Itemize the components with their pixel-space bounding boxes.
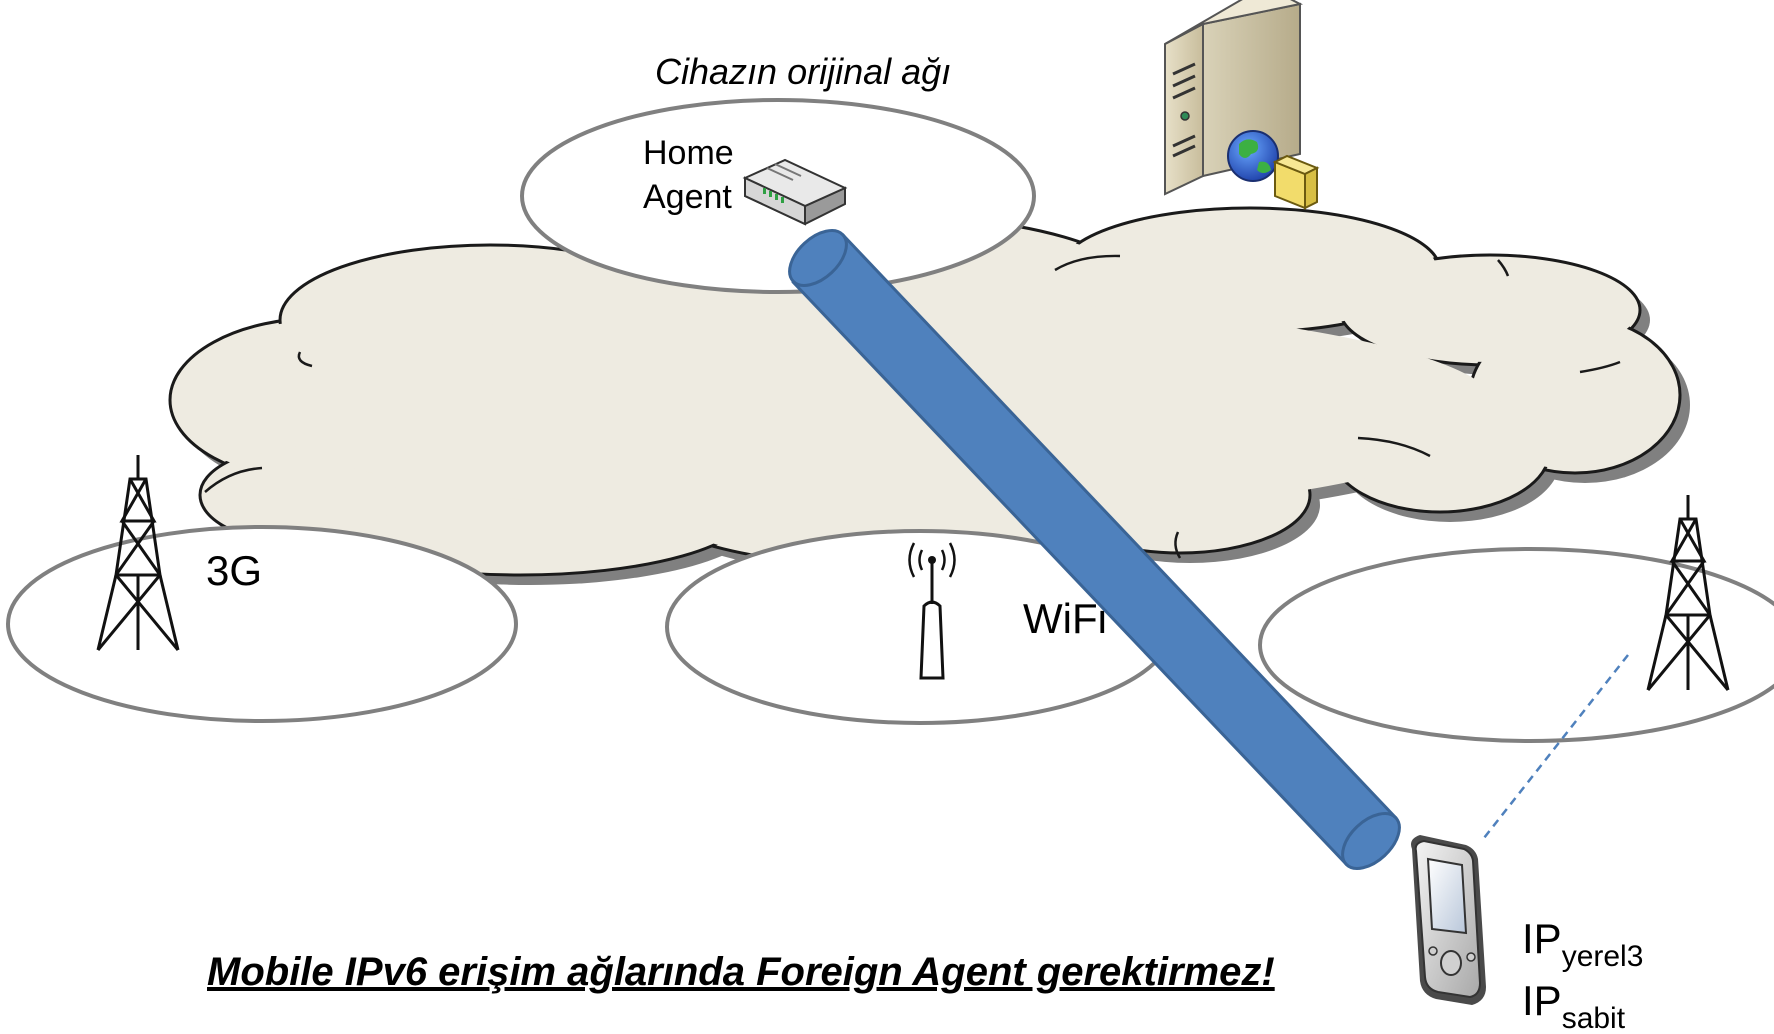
wireless-link (1483, 654, 1629, 839)
ip-fixed-base: IP (1522, 977, 1562, 1024)
ip-local-subscript: yerel3 (1562, 940, 1644, 973)
ipv6-tunnel (788, 229, 1401, 870)
access-network-wifi: WiFi (665, 529, 1175, 725)
label-3g: 3G (206, 547, 262, 594)
internet-cloud (168, 206, 1690, 585)
wifi-access-point-icon (908, 542, 956, 680)
cell-tower-icon (1646, 495, 1730, 691)
svg-text:IPsabit: IPsabit (1522, 977, 1626, 1034)
home-network: Cihazın orijinal ağı Home Agent (520, 51, 1036, 294)
home-agent-label-line1: Home (643, 134, 734, 172)
server-globe-icon (1164, 0, 1320, 210)
home-agent-label-line2: Agent (643, 178, 732, 216)
router-icon (742, 158, 848, 226)
footer-note: Mobile IPv6 erişim ağlarında Foreign Age… (207, 950, 1275, 994)
access-network-3g: 3G (6, 455, 518, 723)
cell-tower-icon (96, 455, 180, 651)
ip-fixed-subscript: sabit (1562, 1002, 1626, 1034)
ip-address-labels: IPyerel3 IPsabit (1522, 915, 1643, 1034)
access-network-right (1258, 495, 1774, 743)
svg-text:IPyerel3: IPyerel3 (1522, 915, 1643, 973)
label-wifi: WiFi (1023, 595, 1107, 642)
home-network-caption: Cihazın orijinal ağı (655, 51, 951, 92)
pda-device-icon (1411, 835, 1486, 1005)
ip-local-base: IP (1522, 915, 1562, 962)
